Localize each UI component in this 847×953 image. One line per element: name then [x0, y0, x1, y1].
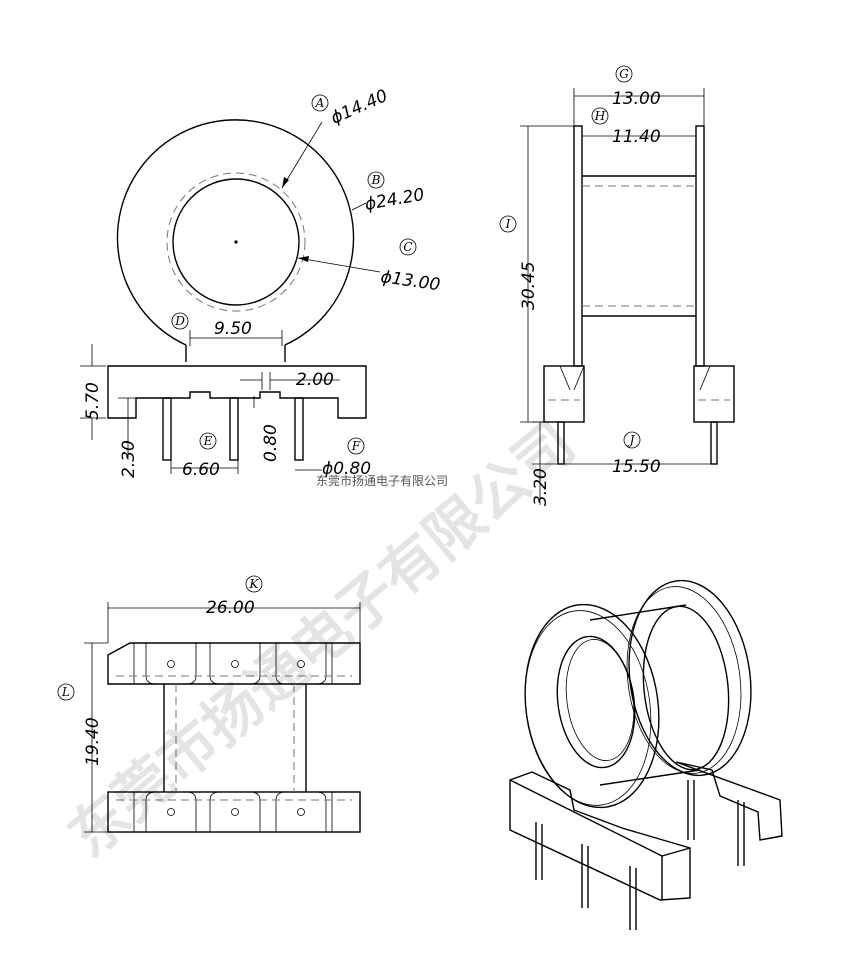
dim-b-value: ϕ24.20	[363, 185, 425, 215]
bore-circle	[172, 178, 300, 306]
callout-f	[347, 437, 365, 455]
callout-b	[367, 171, 385, 189]
hidden-tube-circle	[166, 172, 306, 312]
callout-e	[199, 432, 217, 450]
callout-letter: K	[249, 577, 260, 591]
flange-outline	[116, 119, 355, 346]
callout-letter: L	[61, 685, 70, 699]
dim-pin-gap: 0.80	[261, 424, 281, 462]
dim-i-value: 30.45	[519, 261, 539, 310]
pin	[294, 397, 304, 461]
callout-i	[499, 215, 517, 233]
callout-letter: H	[594, 109, 606, 123]
side-view: G 13.00 H 11.40 I 30.45 J 15.50 3.20	[499, 65, 735, 506]
dim-pin-slot: 2.00	[296, 370, 334, 390]
dim-height: 5.70	[83, 382, 103, 420]
isometric-view	[509, 579, 783, 930]
callout-c	[399, 238, 417, 256]
callout-letter: G	[619, 67, 629, 81]
pin	[162, 397, 172, 461]
dim-f-value: ϕ0.80	[322, 459, 371, 479]
bottom-view: K 26.00 L 19.40	[57, 575, 361, 833]
front-base	[107, 365, 367, 419]
company-signature: 东莞市扬通电子有限公司	[316, 473, 448, 488]
callout-l	[57, 683, 75, 701]
callout-letter: B	[371, 173, 381, 187]
dim-g-value: 13.00	[612, 89, 661, 109]
callout-letter: C	[403, 240, 412, 254]
dim-d-value: 9.50	[214, 319, 252, 339]
callout-a	[311, 94, 329, 112]
dim-e-value: 6.60	[182, 460, 220, 480]
front-view: A ϕ14.40 B ϕ24.20 C ϕ13.00 D 9.50 5.70 2…	[80, 86, 441, 480]
callout-k	[245, 575, 263, 593]
dim-j-value: 15.50	[612, 457, 661, 477]
callout-letter: F	[351, 439, 361, 453]
dim-pin-length: 2.30	[119, 440, 139, 478]
pin	[229, 397, 239, 461]
callout-letter: D	[174, 314, 185, 328]
callout-g	[615, 65, 633, 83]
dim-pin-length-side: 3.20	[531, 468, 551, 506]
dim-c-value: ϕ13.00	[379, 267, 441, 295]
callout-j	[623, 431, 641, 449]
callout-d	[171, 312, 189, 330]
dim-l-value: 19.40	[83, 717, 103, 766]
callout-letter: A	[315, 96, 325, 110]
dim-k-value: 26.00	[206, 598, 255, 618]
callout-h	[591, 107, 609, 125]
dim-a-value: ϕ14.40	[328, 86, 391, 129]
callout-letter: J	[627, 433, 636, 447]
callout-letter: I	[505, 217, 511, 231]
callout-letter: E	[203, 434, 213, 448]
dim-h-value: 11.40	[612, 127, 661, 147]
